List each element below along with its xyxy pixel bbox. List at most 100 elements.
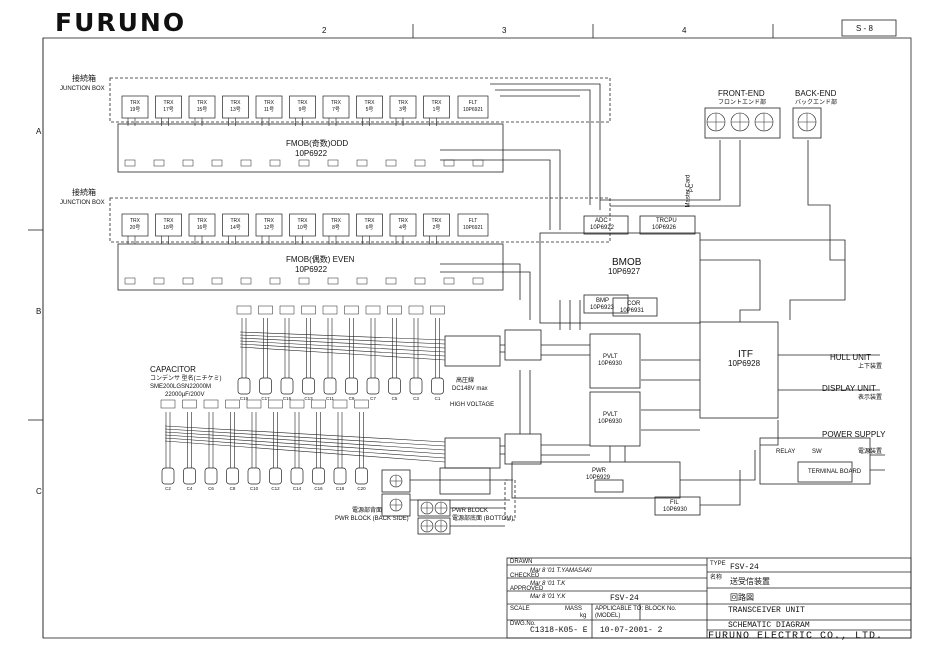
capacitor	[302, 377, 315, 395]
capacitor-id: C7	[370, 396, 376, 401]
terminal-board	[797, 461, 853, 483]
type-value: FSV-24	[730, 563, 759, 572]
model-number: FSV-24	[610, 594, 639, 603]
scale-label: SCALE	[510, 606, 530, 612]
hull-unit-jp: 上下装置	[858, 364, 883, 370]
trx-module-number: 5号	[366, 107, 374, 113]
capacitor-id: C3	[413, 396, 419, 401]
back-end-jp: バックエンド部	[795, 100, 838, 106]
row-marker-b: B	[36, 307, 42, 316]
capacitor-id: C20	[357, 486, 366, 491]
capacitor-id: C9	[349, 396, 355, 401]
applicable-label: APPLICABLE TO:	[595, 606, 644, 612]
pvlt-1-label: PVLT	[603, 354, 618, 360]
trx-module-label: TRX	[365, 100, 376, 106]
fmob-odd-label: FMOB(奇数)ODD	[286, 139, 349, 148]
trx-module-label: TRX	[264, 218, 275, 224]
capacitor-id: C2	[165, 486, 171, 491]
fmob-even-label: FMOB(偶数) EVEN	[286, 255, 355, 264]
mass-label: MASS	[565, 606, 583, 612]
front-end-fans	[704, 107, 781, 139]
capacitor-label: CAPACITOR	[150, 365, 196, 374]
capacitor	[366, 377, 380, 395]
trx-module-number: 20号	[130, 225, 141, 231]
fmob-even-part: 10P6922	[295, 265, 328, 274]
capacitor	[161, 467, 175, 485]
title-label: 回路図	[730, 593, 754, 602]
capacitor-id: C1	[435, 396, 441, 401]
power-supply-label: POWER SUPPLY	[822, 430, 886, 439]
drawn-label: DRAWN	[510, 559, 533, 565]
flt-part: 10P6921	[463, 107, 483, 113]
capacitor	[345, 377, 358, 395]
pvlt-1-part: 10P6930	[598, 361, 623, 367]
trx-module-label: TRX	[432, 218, 443, 224]
junction-box-1-jp: 接続箱	[72, 74, 96, 83]
capacitor-id: C8	[230, 486, 236, 491]
high-voltage-en: HIGH VOLTAGE	[450, 402, 495, 408]
capacitor-id: C18	[336, 486, 345, 491]
back-end-label: BACK-END	[795, 89, 837, 98]
trx-module-label: TRX	[164, 218, 175, 224]
junction-box-even	[109, 197, 611, 243]
trx-module-number: 9号	[299, 107, 307, 113]
capacitor-id: C14	[293, 486, 302, 491]
flt-label: FLT	[469, 218, 478, 224]
fmob-even-board	[117, 243, 504, 291]
trx-module-label: TRX	[365, 218, 376, 224]
flt-part: 10P6921	[463, 225, 483, 231]
capacitor	[183, 467, 196, 485]
pwr-label: PWR	[592, 468, 606, 474]
capacitor	[280, 377, 294, 395]
column-marker-3: 3	[502, 26, 507, 35]
dwg-number: C1318-K05- E	[530, 626, 588, 635]
capacitor-id: C4	[187, 486, 193, 491]
trx-module-number: 10号	[297, 225, 308, 231]
capacitor	[269, 467, 282, 485]
fil-label: FIL	[670, 500, 679, 506]
capacitor	[323, 377, 337, 395]
cor-part: 10P6931	[620, 308, 645, 314]
capacitor	[355, 467, 368, 485]
sw-label: SW	[812, 449, 822, 455]
trx-module-label: TRX	[197, 100, 208, 106]
capacitor-id: C6	[208, 486, 214, 491]
sheet-number: S - 8	[856, 24, 873, 33]
trx-module-number: 2号	[433, 225, 441, 231]
itf-board	[699, 321, 779, 419]
power-supply-jp: 電源装置	[858, 449, 883, 455]
capacitor-id: C13	[304, 396, 313, 401]
trx-odd-group: TRX19号TRX17号TRX15号TRX13号TRX11号TRX9号TRX7号…	[121, 95, 489, 167]
junction-box-2-jp: 接続箱	[72, 188, 96, 197]
display-unit-label: DISPLAY UNIT	[822, 384, 876, 393]
bus-lines	[164, 331, 446, 463]
trx-module-number: 1号	[433, 107, 441, 113]
title-en: SCHEMATIC DIAGRAM	[728, 621, 810, 630]
furuno-logo: FURUNO	[55, 8, 187, 37]
trx-module-label: TRX	[331, 218, 342, 224]
capacitor	[226, 467, 239, 485]
capacitor-jp: コンデンサ 型名(ニチケミ)	[150, 376, 222, 382]
high-voltage-spec: DC148V max	[452, 386, 488, 392]
trx-module-label: TRX	[130, 218, 141, 224]
junction-box-odd	[109, 77, 611, 123]
pwr-part: 10P6929	[586, 475, 611, 481]
approved-signature: Mar 8 '01 Y.K	[530, 594, 566, 600]
company-name: FURUNO ELECTRIC CO., LTD.	[708, 631, 884, 642]
bmp-label: BMP	[596, 298, 610, 304]
row-marker-c: C	[36, 487, 42, 496]
capacitor	[259, 377, 272, 395]
hull-unit-label: HULL UNIT	[830, 353, 872, 362]
bmob-label: BMOB	[612, 257, 642, 268]
terminal-board-label: TERMINAL BOARD	[808, 469, 862, 475]
fmob-odd-part: 10P6922	[295, 149, 328, 158]
adc-part: 10P6922	[590, 225, 615, 231]
trx-module-number: 18号	[163, 225, 174, 231]
capacitor	[333, 467, 347, 485]
pwr-block-bottom-en: PWR BLOCK	[452, 508, 489, 514]
bmp-part: 10P6923	[590, 305, 615, 311]
trx-module-number: 4号	[399, 225, 407, 231]
